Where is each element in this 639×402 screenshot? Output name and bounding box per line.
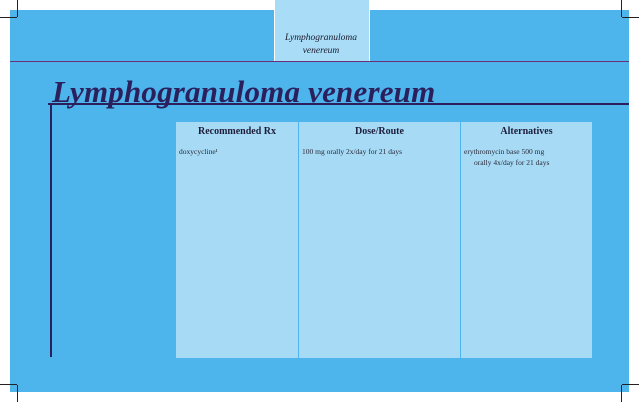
column-dose-route: Dose/Route 100 mg orally 2x/day for 21 d… — [299, 122, 460, 358]
crop-mark — [621, 0, 622, 17]
crop-mark — [17, 0, 18, 17]
column-body: 100 mg orally 2x/day for 21 days — [302, 146, 457, 157]
crop-mark — [622, 384, 639, 385]
top-divider — [10, 61, 629, 62]
left-vertical-rule — [50, 103, 52, 357]
column-text: erythromycin base 500 mg — [464, 147, 545, 156]
crop-mark — [621, 385, 622, 402]
column-body: erythromycin base 500 mg orally 4x/day f… — [464, 146, 589, 168]
crop-mark — [0, 17, 17, 18]
column-recommended-rx: Recommended Rx doxycycline¹ — [176, 122, 298, 358]
section-tab-label: Lymphogranuloma venereum — [276, 32, 366, 58]
crop-mark — [622, 17, 639, 18]
section-tab — [274, 0, 370, 62]
title-underline — [48, 103, 629, 105]
column-text: orally 4x/day for 21 days — [474, 158, 550, 167]
crop-mark — [0, 384, 17, 385]
column-header: Dose/Route — [355, 126, 404, 137]
column-text: doxycycline¹ — [179, 147, 218, 156]
section-tab-line-1: Lymphogranuloma — [284, 33, 358, 43]
column-alternatives: Alternatives erythromycin base 500 mg or… — [461, 122, 592, 358]
column-text: 100 mg orally 2x/day for 21 days — [302, 147, 402, 156]
column-header: Alternatives — [500, 126, 553, 137]
column-header: Recommended Rx — [197, 126, 277, 137]
section-tab-line-2: venereum — [302, 46, 340, 56]
crop-mark — [17, 385, 18, 402]
column-body: doxycycline¹ — [179, 146, 295, 157]
